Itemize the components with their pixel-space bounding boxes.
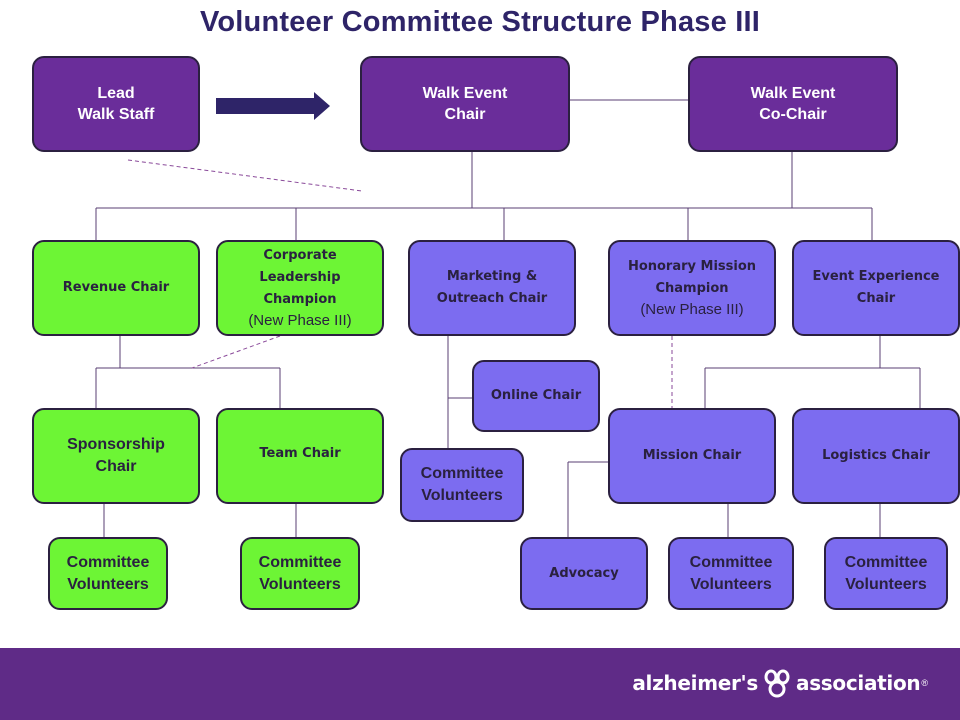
alzheimers-association-logo: alzheimer's association® (632, 668, 928, 698)
advocacy-box: Advocacy (520, 537, 648, 610)
walk-event-chair-box: Walk Event Chair (360, 56, 570, 152)
team-chair-box: Team Chair (216, 408, 384, 504)
logo-word-left: alzheimer's (632, 671, 758, 695)
purple-ribbon-icon (764, 669, 790, 698)
sponsorship-chair-box: Sponsorship Chair (32, 408, 200, 504)
marketing-outreach-chair-box: Marketing & Outreach Chair (408, 240, 576, 336)
committee-volunteers-box: Committee Volunteers (824, 537, 948, 610)
committee-volunteers-box: Committee Volunteers (240, 537, 360, 610)
committee-volunteers-box: Committee Volunteers (48, 537, 168, 610)
honorary-mission-champion-box: Honorary Mission Champion (New Phase III… (608, 240, 776, 336)
registered-mark: ® (921, 678, 928, 688)
event-experience-chair-box: Event Experience Chair (792, 240, 960, 336)
logo-word-right: association (796, 671, 921, 695)
online-chair-box: Online Chair (472, 360, 600, 432)
committee-volunteers-box: Committee Volunteers (668, 537, 794, 610)
new-phase-note: (New Phase III) (640, 301, 744, 318)
new-phase-note: (New Phase III) (248, 312, 352, 329)
committee-volunteers-box: Committee Volunteers (400, 448, 524, 522)
logistics-chair-box: Logistics Chair (792, 408, 960, 504)
lead-walk-staff-box: Lead Walk Staff (32, 56, 200, 152)
mission-chair-box: Mission Chair (608, 408, 776, 504)
footer-bar: alzheimer's association® (0, 648, 960, 720)
revenue-chair-box: Revenue Chair (32, 240, 200, 336)
arrow-right-icon (216, 92, 330, 120)
page-title: Volunteer Committee Structure Phase III (199, 6, 760, 38)
corporate-leadership-champion-box: Corporate Leadership Champion (New Phase… (216, 240, 384, 336)
walk-event-cochair-box: Walk Event Co-Chair (688, 56, 898, 152)
